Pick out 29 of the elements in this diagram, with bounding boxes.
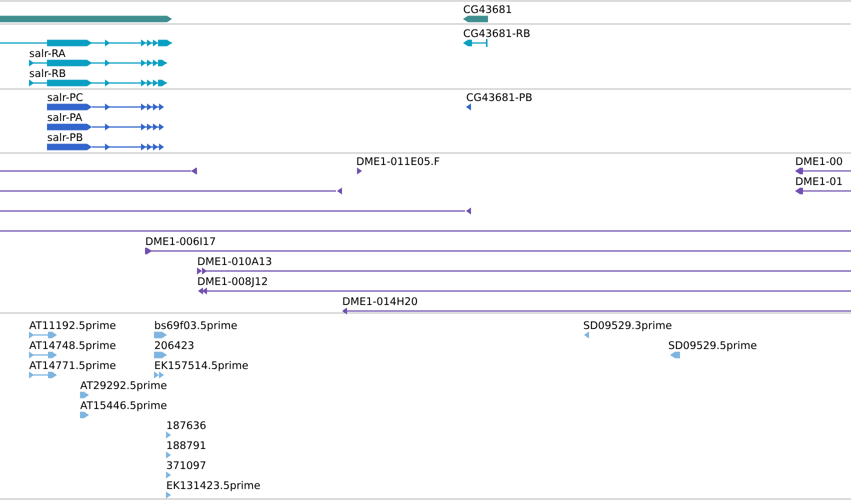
- feature-label: salr-PA: [48, 113, 82, 122]
- feature-label: AT14771.5prime: [29, 361, 116, 372]
- feature-label: DME1-010A13: [198, 257, 272, 266]
- feature-label: SD09529.5prime: [668, 341, 756, 352]
- feature-label: salr-PB: [48, 133, 82, 142]
- feature-label: CG43681-RB: [464, 29, 530, 38]
- feature-label: 188791: [167, 441, 206, 450]
- feature-label: DME1-014H20: [343, 297, 418, 306]
- feature-label: CG43681-PB: [466, 93, 532, 102]
- feature-label: DME1-00: [796, 157, 842, 166]
- feature-label: salr-RA: [30, 49, 66, 58]
- feature-label: AT15446.5prime: [80, 401, 166, 412]
- feature-label: EK157514.5prime: [155, 361, 248, 372]
- feature-label: AT11192.5prime: [29, 321, 116, 332]
- feature-label: CG43681: [464, 5, 512, 14]
- feature-label: bs69f03.5prime: [155, 321, 237, 332]
- feature-label: SD09529.3prime: [584, 321, 672, 332]
- feature-label: salr-RB: [30, 69, 66, 78]
- feature-label: 206423: [154, 341, 194, 350]
- feature-label: 371097: [167, 461, 206, 470]
- feature-label: DME1-008J12: [198, 277, 267, 288]
- feature-label: 187636: [167, 421, 206, 430]
- feature-label: DME1-006I17: [146, 237, 216, 246]
- feature-label: EK131423.5prime: [167, 481, 260, 492]
- feature-label: salr-PC: [48, 93, 83, 102]
- feature-label: DME1-011E05.F: [357, 157, 440, 166]
- feature-label: AT14748.5prime: [29, 341, 116, 352]
- feature-label: AT29292.5prime: [80, 381, 166, 392]
- feature-label: DME1-01: [796, 177, 842, 186]
